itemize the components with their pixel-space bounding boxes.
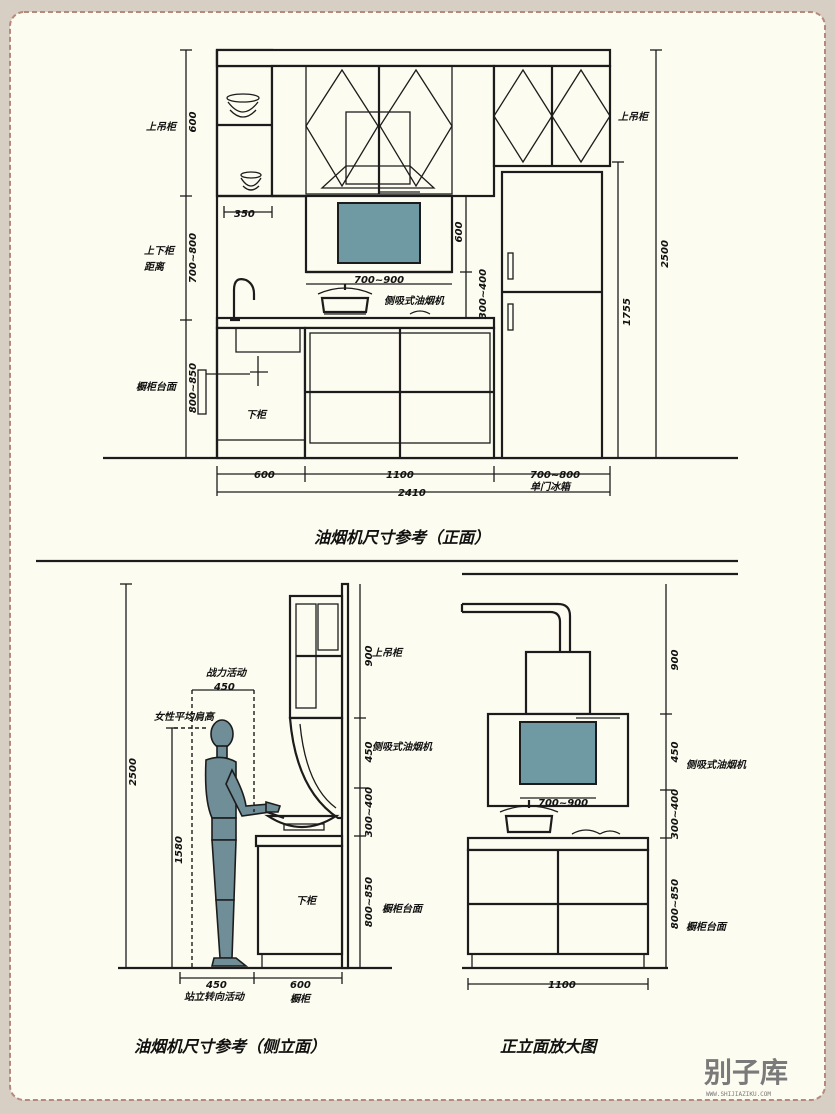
dim-width-2410: 2410 [398, 488, 426, 499]
zoom-dim-450: 450 [670, 742, 681, 764]
fridge [500, 170, 604, 460]
dim-600-upper: 600 [188, 112, 199, 133]
dim-side-1580: 1580 [174, 836, 185, 864]
dim-700-800: 700~800 [188, 233, 199, 283]
side-title: 油烟机尺寸参考（侧立面） [134, 1037, 326, 1056]
label-side-hood: 侧吸式油烟机 [384, 295, 445, 307]
zoom-pot-icon [499, 800, 621, 835]
dim-side-900: 900 [364, 646, 375, 667]
watermark-brand: 别子库 [704, 1056, 788, 1089]
dim-total-2500: 2500 [660, 240, 671, 268]
faucet-icon [232, 278, 256, 320]
front-title: 油烟机尺寸参考（正面） [314, 528, 490, 547]
hood-chimney [345, 111, 411, 185]
label-range: 战力活动 [206, 667, 248, 679]
side-lower-cabinet [256, 844, 344, 956]
watermark-url: WWW.SHIJIAZIKU.COM [706, 1091, 771, 1098]
zoom-countertop [466, 836, 650, 852]
zoom-dim-800-850: 800~850 [670, 879, 681, 929]
label-countertop: 橱柜台面 [136, 381, 178, 393]
sink-cabinet [215, 326, 307, 460]
zoom-label-countertop: 橱柜台面 [686, 921, 728, 933]
zoom-dim-hood-width: 700~900 [538, 798, 588, 809]
zoom-elevation: 700~900 900 450 300~400 800~850 侧吸式油烟机 橱… [460, 572, 747, 1056]
label-lower-cabinet: 下柜 [246, 409, 268, 421]
zoom-hood-chimney [524, 650, 592, 716]
side-label-upper-cabinet: 上吊柜 [372, 647, 404, 659]
wok-icon [264, 814, 340, 828]
dim-width-700-800: 700~800 [530, 470, 580, 481]
dim-hood-600: 600 [454, 222, 465, 243]
label-fridge: 单门冰箱 [530, 481, 572, 493]
dim-side-600: 600 [290, 980, 311, 991]
open-shelf [215, 48, 274, 198]
dim-fridge-1755: 1755 [622, 298, 633, 326]
label-female-shoulder: 女性平均肩高 [154, 711, 216, 723]
dim-450-top: 450 [213, 682, 235, 693]
dim-350: 350 [234, 209, 255, 220]
side-countertop [254, 834, 344, 848]
front-countertop [215, 316, 496, 330]
human-figure-icon [204, 719, 282, 967]
label-gap-line2: 距离 [144, 261, 166, 273]
dim-side-300-400: 300~400 [364, 787, 375, 837]
dim-side-450: 450 [364, 742, 375, 764]
zoom-dim-300-400: 300~400 [670, 789, 681, 839]
pot-icon [317, 284, 431, 319]
top-band [215, 48, 612, 68]
zoom-label-hood: 侧吸式油烟机 [686, 759, 747, 771]
zoom-dim-900: 900 [670, 650, 681, 671]
front-hood-glass [337, 202, 421, 264]
zoom-dim-1100: 1100 [548, 980, 576, 991]
dim-side-2500: 2500 [128, 758, 139, 786]
dim-hood-300-400: 300~400 [478, 269, 489, 319]
bowl-icon [226, 93, 262, 191]
side-label-hood: 侧吸式油烟机 [372, 741, 433, 753]
front-elevation: 600 700~800 800~850 上吊柜 上下柜 距离 橱柜台面 下柜 3… [103, 48, 738, 547]
label-standing-turn: 站立转向活动 [184, 991, 246, 1003]
dim-450-bottom: 450 [205, 980, 227, 991]
dim-width-600: 600 [254, 470, 275, 481]
side-label-lower-cabinet: 下柜 [296, 895, 318, 907]
label-upper-cabinet-right: 上吊柜 [618, 111, 650, 123]
label-gap-line1: 上下柜 [144, 245, 176, 257]
label-cabinet: 橱柜 [290, 993, 312, 1005]
dim-hood-width: 700~900 [354, 275, 404, 286]
side-label-countertop: 橱柜台面 [382, 903, 424, 915]
side-elevation: 下柜 战力活动 450 女性平均肩高 2500 [118, 582, 433, 1056]
label-upper-cabinet-left: 上吊柜 [146, 121, 178, 133]
zoom-title: 正立面放大图 [500, 1037, 599, 1056]
zoom-hood-glass [519, 721, 597, 785]
dim-800-850: 800~850 [188, 363, 199, 413]
dim-side-800-850: 800~850 [364, 877, 375, 927]
exhaust-duct [462, 602, 572, 652]
dim-width-1100: 1100 [386, 470, 414, 481]
